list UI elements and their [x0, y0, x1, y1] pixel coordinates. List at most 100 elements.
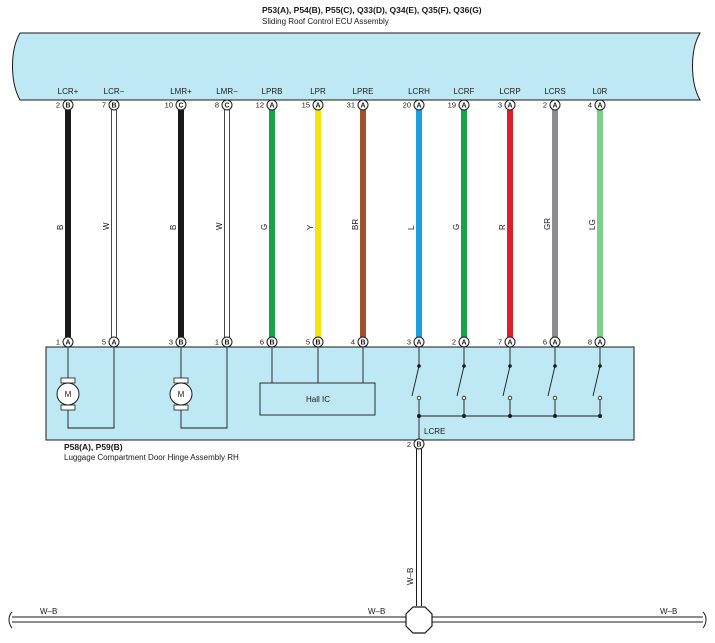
ecu-pin-number: 7: [102, 101, 106, 110]
ecu-pin-signal-label: LMR+: [170, 87, 192, 96]
hinge-pin-number: 1: [215, 338, 219, 347]
ecu-pin-letter: A: [597, 103, 602, 110]
wire-color-code: R: [498, 224, 507, 230]
ground-pin-number: 2: [407, 440, 411, 449]
hinge-internal-circuit: [67, 347, 601, 444]
ground-wire-code: W–B: [406, 568, 415, 585]
ecu-pin-letter: A: [315, 103, 320, 110]
hinge-pin-letter: A: [111, 340, 116, 347]
ecu-body: [12, 32, 701, 101]
ecu-pin-letter: A: [416, 103, 421, 110]
motor-icon: M: [56, 377, 80, 411]
ground-bus-code-left: W–B: [40, 607, 57, 616]
wire-color-code: Y: [306, 224, 315, 230]
ground-bus-code-mid: W–B: [368, 607, 385, 616]
motor-label: M: [65, 390, 72, 399]
wire-color-code: GR: [543, 218, 552, 230]
ecu-pin-connector: [458, 99, 470, 111]
hinge-title: P58(A), P59(B): [64, 442, 123, 452]
wire-color-code: G: [260, 224, 269, 230]
ecu-pin-letter: B: [65, 103, 70, 110]
ground-bus: [8, 611, 707, 629]
hinge-subtitle: Luggage Compartment Door Hinge Assembly …: [64, 453, 239, 462]
hinge-pin-letter: A: [461, 340, 466, 347]
ecu-pin-letter: B: [111, 103, 116, 110]
wire-color-code: LG: [588, 219, 597, 230]
ground-signal-label: LCRE: [424, 427, 445, 436]
ecu-pin-signal-label: LPRE: [353, 87, 374, 96]
ground-pin-letter: B: [416, 442, 421, 449]
ecu-pin-letter: C: [224, 103, 229, 110]
wire-color-code: W: [215, 222, 224, 230]
ecu-pin-number: 8: [215, 101, 219, 110]
hinge-pin-letter: B: [269, 340, 274, 347]
wire-group: LCR+2BB1ALCR+LCR−7BW5ALCR−LMR+10CB3BLMR+…: [56, 87, 619, 363]
ecu-pin-signal-label: LMR−: [216, 87, 238, 96]
ecu-pin-number: 19: [448, 101, 456, 110]
wire-color-code: B: [56, 225, 65, 230]
ecu-pin-signal-label: LCRS: [544, 87, 565, 96]
wire-color-code: BR: [351, 219, 360, 230]
ecu-pin-connector: [312, 99, 324, 111]
ecu-pin-connector: [62, 99, 74, 111]
ecu-pin-number: 3: [498, 101, 502, 110]
ecu-pin-connector: [266, 99, 278, 111]
ecu-subtitle: Sliding Roof Control ECU Assembly: [262, 17, 389, 26]
hinge-pin-letter: B: [224, 340, 229, 347]
ecu-pin-connector: [108, 99, 120, 111]
ecu-pin-number: 10: [165, 101, 173, 110]
ground-pin-connector: B: [413, 438, 425, 450]
ecu-pin-signal-label: LCRF: [454, 87, 475, 96]
ecu-pin-letter: A: [461, 103, 466, 110]
hinge-pin-number: 5: [306, 338, 310, 347]
splice-point: [405, 606, 433, 634]
ecu-pin-letter: A: [269, 103, 274, 110]
hinge-pin-letter: A: [416, 340, 421, 347]
wire-color-code: W: [102, 222, 111, 230]
ecu-pin-letter: A: [507, 103, 512, 110]
hinge-pin-number: 3: [169, 338, 173, 347]
ecu-pin-connector: [413, 99, 425, 111]
hinge-pin-number: 4: [351, 338, 355, 347]
hinge-pin-number: 2: [452, 338, 456, 347]
ecu-pin-number: 15: [302, 101, 310, 110]
ecu-pin-connector: [594, 99, 606, 111]
ecu-pin-number: 4: [588, 101, 592, 110]
ecu-pin-number: 2: [543, 101, 547, 110]
hinge-pin-letter: A: [597, 340, 602, 347]
ground-bus-code-right: W–B: [660, 607, 677, 616]
hinge-pin-number: 5: [102, 338, 106, 347]
ecu-pin-connector: [549, 99, 561, 111]
ground-wire: [416, 449, 422, 606]
ecu-pin-connector: [221, 99, 233, 111]
switch-contacts: [416, 395, 603, 401]
ecu-pin-signal-label: LCRH: [408, 87, 430, 96]
ecu-pin-letter: A: [552, 103, 557, 110]
ecu-pin-number: 20: [403, 101, 411, 110]
hinge-pin-letter: B: [178, 340, 183, 347]
ecu-pin-number: 12: [256, 101, 264, 110]
hinge-pin-number: 6: [260, 338, 264, 347]
ecu-pin-connector: [357, 99, 369, 111]
ecu-pin-signal-label: LCRP: [499, 87, 520, 96]
motor-icon: M: [169, 377, 193, 411]
hinge-pin-letter: B: [360, 340, 365, 347]
wire-color-code: L: [407, 225, 416, 230]
ecu-pin-signal-label: L0R: [593, 87, 608, 96]
ecu-pin-number: 2: [56, 101, 60, 110]
wire-color-code: G: [452, 224, 461, 230]
motor-label: M: [178, 390, 185, 399]
ecu-pin-signal-label: LPRB: [262, 87, 283, 96]
hinge-pin-letter: A: [552, 340, 557, 347]
hinge-pin-number: 3: [407, 338, 411, 347]
ecu-pin-signal-label: LPR: [310, 87, 326, 96]
hinge-pin-number: 1: [56, 338, 60, 347]
ecu-title: P53(A), P54(B), P55(C), Q33(D), Q34(E), …: [262, 5, 482, 15]
hinge-pin-number: 6: [543, 338, 547, 347]
ecu-pin-letter: A: [360, 103, 365, 110]
hinge-pin-number: 7: [498, 338, 502, 347]
hinge-pin-number: 8: [588, 338, 592, 347]
ecu-pin-letter: C: [178, 103, 183, 110]
ecu-pin-connector: [175, 99, 187, 111]
